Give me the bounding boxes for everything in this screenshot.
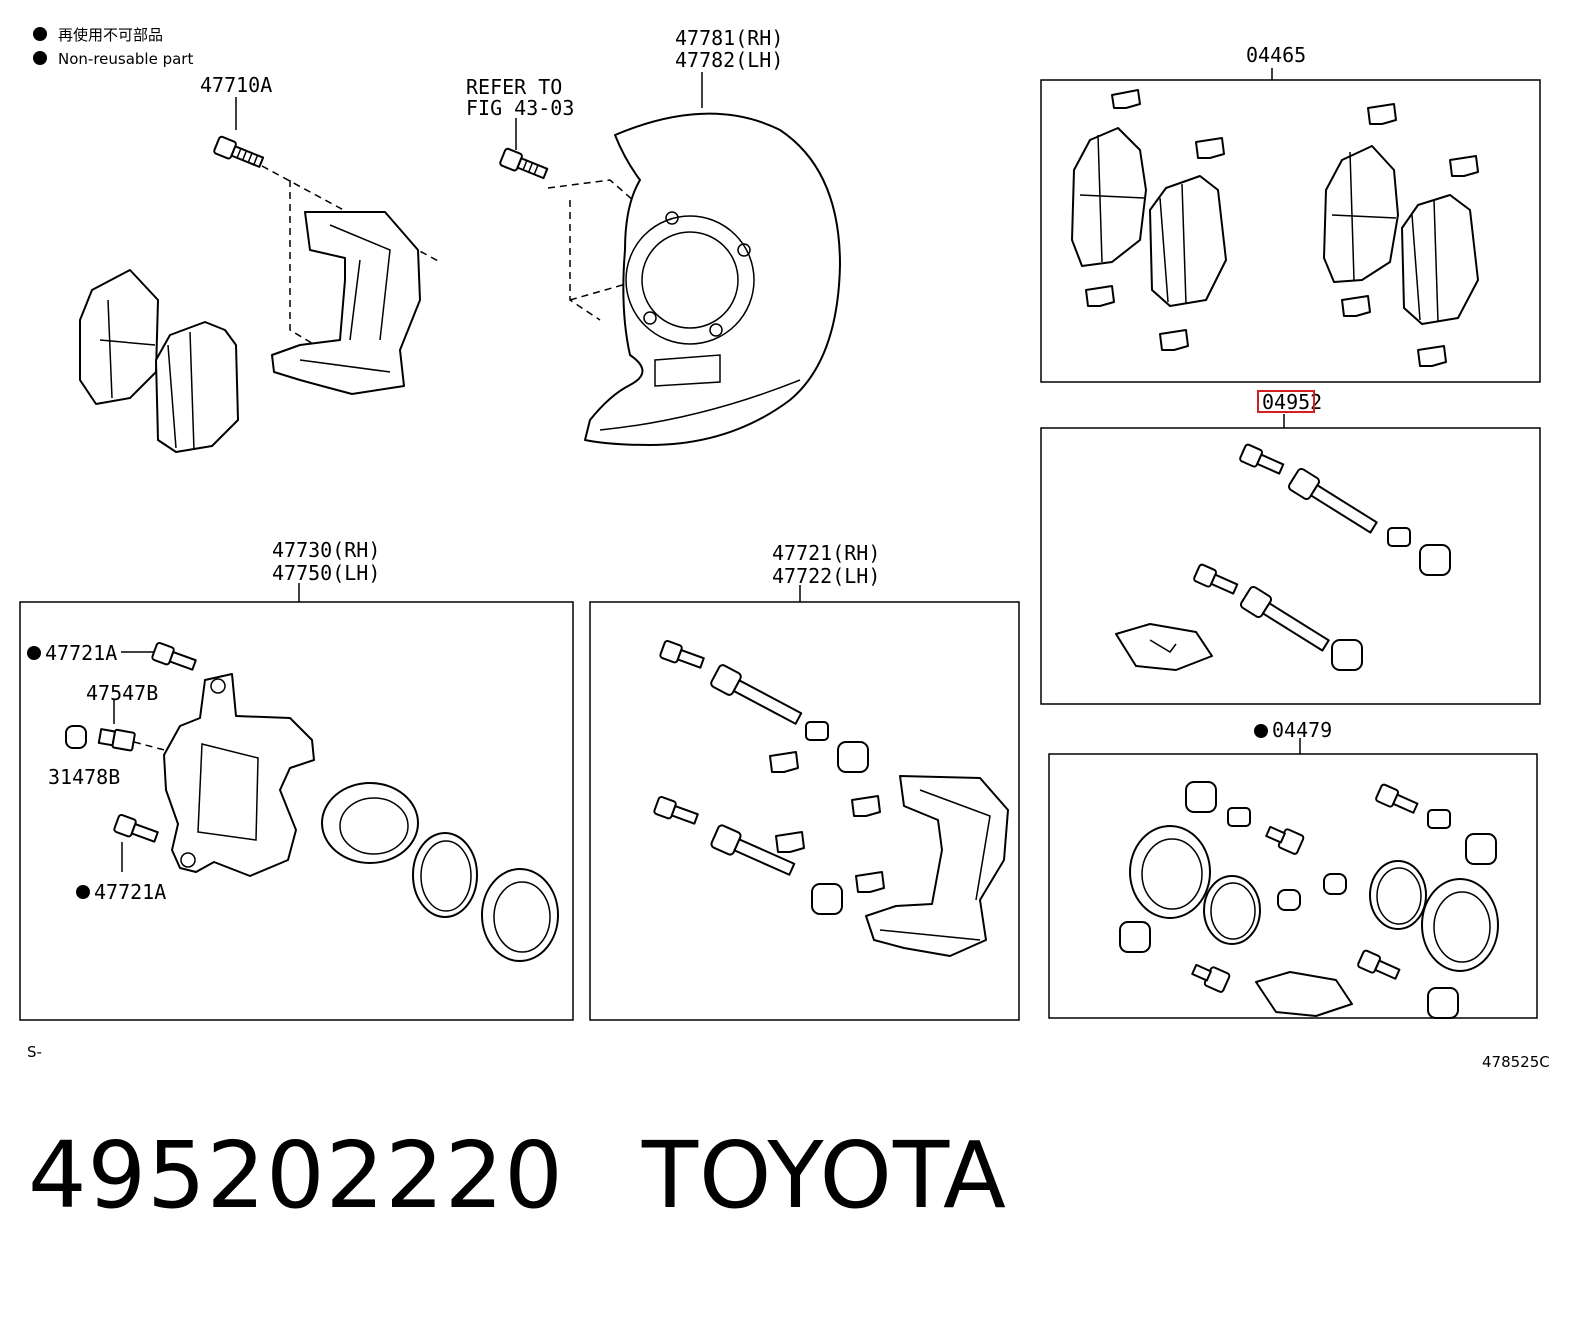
brake-pad-icon <box>1401 194 1479 325</box>
bolt-icon <box>151 641 197 671</box>
bleeder-plug-icon <box>97 728 136 752</box>
bolt-icon <box>1193 563 1239 595</box>
label-shield-rh: 47781(RH) <box>675 26 783 50</box>
cap-icon <box>1323 873 1347 895</box>
highlight-04952 <box>1257 390 1315 413</box>
label-47721a-top: 47721A <box>45 641 117 665</box>
label-04952[interactable]: 04952 <box>1262 390 1322 414</box>
slide-pin-icon <box>710 664 803 725</box>
label-mount-rh: 47721(RH) <box>772 541 880 565</box>
group-box-04952 <box>1040 427 1541 705</box>
non-reusable-dot-icon <box>27 646 41 660</box>
group-box-04479 <box>1048 753 1538 1019</box>
cylinder-boot-icon <box>1129 825 1211 919</box>
label-04479: 04479 <box>1272 718 1332 742</box>
bolt-icon <box>653 795 699 825</box>
dust-boot-icon <box>837 741 869 773</box>
label-caliper-rh: 47730(RH) <box>272 538 380 562</box>
dust-shield-assembly <box>499 112 841 446</box>
spring-icon <box>1427 809 1451 829</box>
label-caliper-lh: 47750(LH) <box>272 561 380 585</box>
piston-icon <box>321 782 419 864</box>
label-shield-lh: 47782(LH) <box>675 48 783 72</box>
anti-squeal-clip-icon <box>769 751 885 893</box>
group-box-mounting <box>589 601 1020 1021</box>
bolt-icon <box>659 639 705 669</box>
part-number: 495202220 <box>28 1122 564 1229</box>
piston-seal-icon <box>412 832 478 918</box>
dust-boot-icon <box>1185 781 1217 813</box>
brake-pad-icon <box>1323 145 1399 283</box>
dust-boot-icon <box>1427 987 1459 1019</box>
pad-kit-04465-parts <box>1071 89 1479 367</box>
brake-pad-icon <box>155 321 239 453</box>
label-04465: 04465 <box>1246 43 1306 67</box>
piston-seal-icon <box>1369 860 1427 930</box>
code-left: S- <box>27 1043 42 1061</box>
non-reusable-dot-icon <box>1254 724 1268 738</box>
legend-dot-icon <box>33 27 47 41</box>
dust-boot-icon <box>811 883 843 915</box>
brake-pad-icon <box>1149 175 1227 307</box>
spring-icon <box>1387 527 1411 547</box>
caliper-bracket-icon <box>271 211 421 395</box>
bolt-icon <box>1357 949 1401 980</box>
grease-packet-icon <box>1115 623 1213 671</box>
bolt-icon <box>1239 443 1285 475</box>
slide-pin-icon <box>1287 467 1378 534</box>
bolt-icon <box>1265 825 1305 855</box>
slide-pin-kit-04952-parts <box>1115 443 1451 671</box>
cylinder-boot-icon <box>1421 878 1499 972</box>
bolt-icon <box>1191 963 1231 993</box>
cap-icon <box>1277 889 1301 911</box>
cylinder-boot-icon <box>481 868 559 962</box>
bolt-icon <box>113 813 159 843</box>
caliper-body-icon <box>163 673 315 877</box>
label-mount-lh: 47722(LH) <box>772 564 880 588</box>
legend-en: Non-reusable part <box>58 50 193 68</box>
anti-squeal-clip-icon <box>1085 89 1479 367</box>
dust-boot-icon <box>1419 544 1451 576</box>
spring-icon <box>805 721 829 741</box>
label-47721a-bottom: 47721A <box>94 880 166 904</box>
cylinder-kit-04479-parts <box>1119 781 1499 1019</box>
code-right: 478525C <box>1482 1053 1550 1071</box>
dust-boot-icon <box>1119 921 1151 953</box>
mounting-assembly-parts <box>653 639 1009 957</box>
cap-icon <box>65 725 87 749</box>
slide-pin-icon <box>710 824 796 876</box>
dust-shield-icon <box>584 112 841 446</box>
dust-boot-icon <box>1465 833 1497 865</box>
label-31478b: 31478B <box>48 765 120 789</box>
bolt-icon <box>1375 783 1419 814</box>
grease-packet-icon <box>1255 971 1353 1017</box>
legend-jp: 再使用不可部品 <box>58 26 163 44</box>
group-box-04465 <box>1040 79 1541 383</box>
brand-name: TOYOTA <box>641 1122 1007 1229</box>
brake-pad-icon <box>79 269 159 405</box>
top-left-assembly <box>79 135 441 453</box>
caliper-assembly-parts <box>65 641 559 962</box>
leader-lines <box>113 68 1301 872</box>
legend: 再使用不可部品 Non-reusable part <box>33 26 193 68</box>
spring-icon <box>1227 807 1251 827</box>
part-labels: 47710A REFER TO FIG 43-03 47781(RH) 4778… <box>27 26 1550 1071</box>
bolt-icon <box>499 147 549 180</box>
slide-pin-icon <box>1239 585 1330 652</box>
label-47710a: 47710A <box>200 73 272 97</box>
label-refer-2: FIG 43-03 <box>466 96 574 120</box>
dust-boot-icon <box>1331 639 1363 671</box>
label-refer-1: REFER TO <box>466 75 562 99</box>
non-reusable-dot-icon <box>76 885 90 899</box>
bolt-icon <box>213 135 265 168</box>
label-47547b: 47547B <box>86 681 158 705</box>
legend-dot-icon <box>33 51 47 65</box>
caliper-bracket-icon <box>865 775 1009 957</box>
group-box-caliper <box>19 601 574 1021</box>
piston-seal-icon <box>1203 875 1261 945</box>
